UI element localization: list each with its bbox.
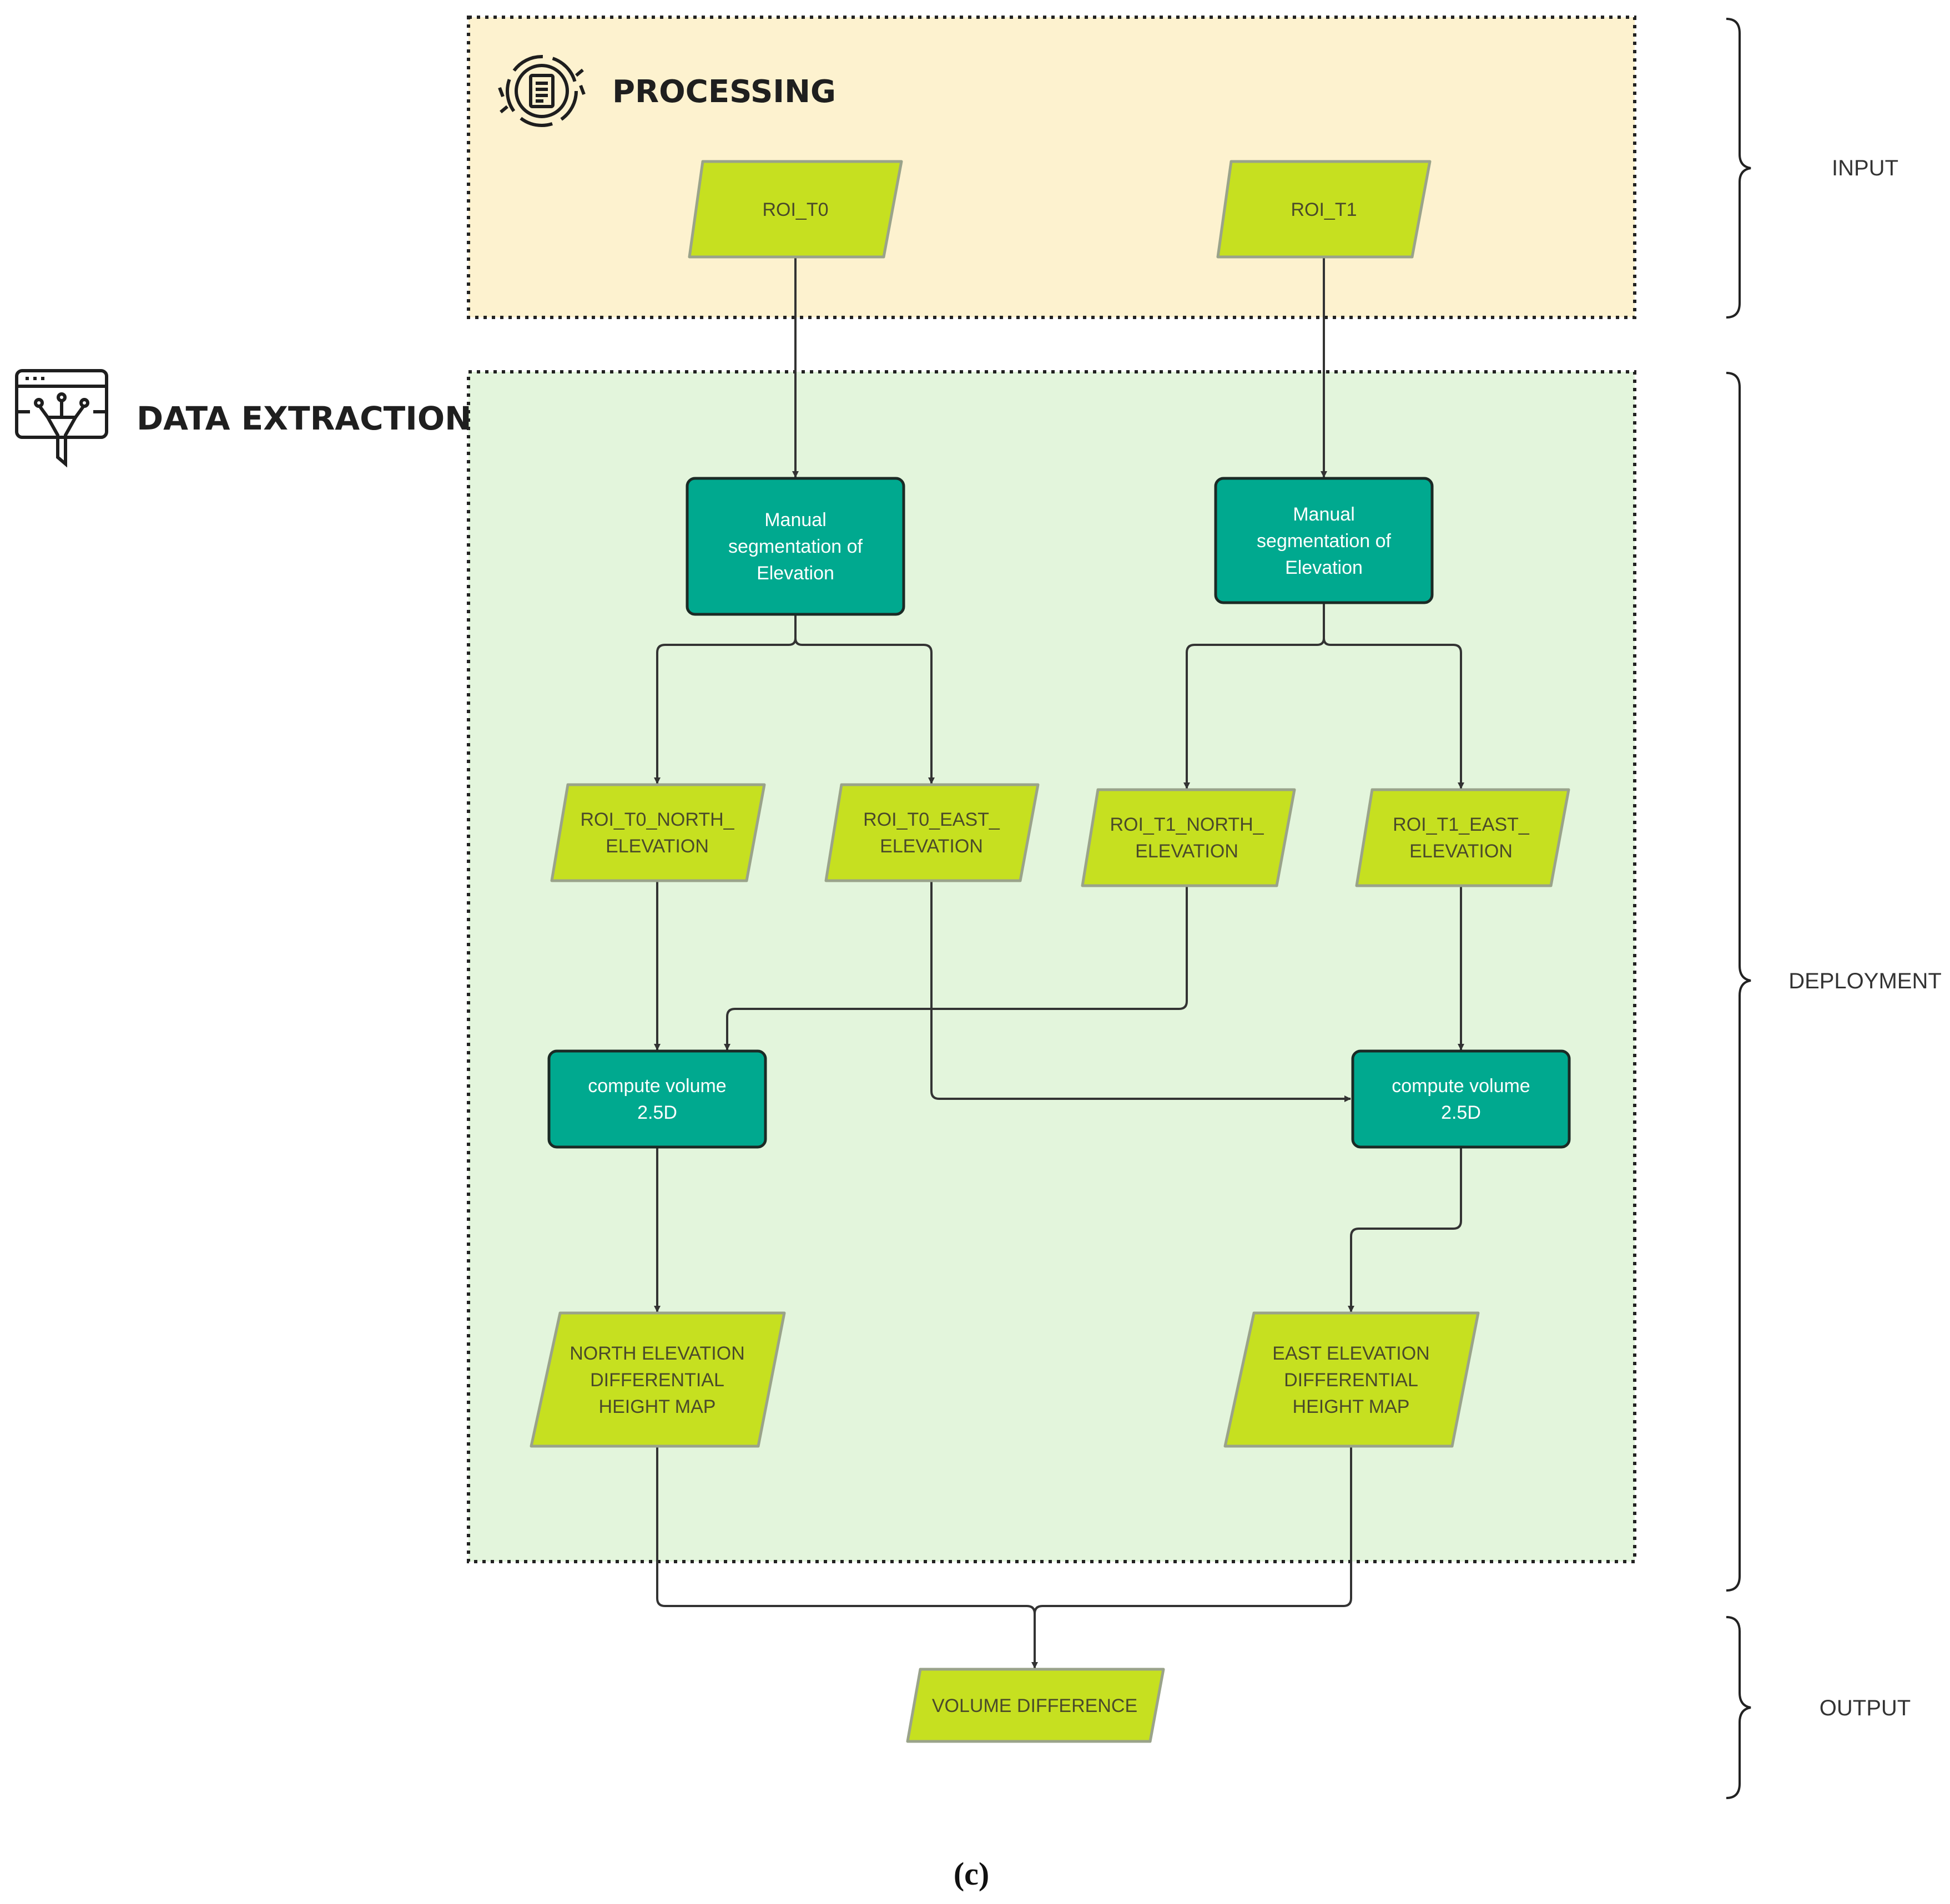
- output-label: OUTPUT: [1820, 1696, 1911, 1720]
- flowchart-nodes: ROI_T0 ROI_T1 Manual segmentation of Eleva…: [530, 160, 1571, 1743]
- node-label-line: ELEVATION: [1409, 841, 1513, 862]
- segmentation-t0-label: Manual segmentation of Elevation: [728, 509, 863, 584]
- edge-seg-t0-to-t0-east: [794, 638, 935, 784]
- node-label-line: 2.5D: [1441, 1102, 1481, 1123]
- node-label-line: DIFFERENTIAL: [1284, 1370, 1418, 1391]
- node-label-line: ELEVATION: [880, 836, 983, 857]
- roi-t1-node: [1216, 160, 1432, 259]
- node-label-line: VOLUME DIFFERENCE: [932, 1695, 1137, 1716]
- node-label-line: Elevation: [1285, 557, 1363, 578]
- node-label-line: 2.5D: [637, 1102, 677, 1123]
- roi-t1-east-elevation-node: [1355, 788, 1570, 887]
- node-label-line: compute volume: [588, 1075, 726, 1097]
- edge-vol-east-to-east-map: [1348, 1147, 1462, 1312]
- roi-t1-north-elevation-node: [1081, 788, 1296, 887]
- node-label-line: segmentation of: [1257, 531, 1391, 552]
- data-extraction-title: DATA EXTRACTION: [137, 400, 472, 437]
- compute-volume-east-node: [1351, 1049, 1571, 1149]
- node-label-line: ROI_T0: [762, 199, 828, 220]
- data-extraction-header: DATA EXTRACTION: [15, 369, 472, 468]
- node-label-line: EAST ELEVATION: [1272, 1343, 1429, 1364]
- edge-t1-north-to-vol-north: [724, 886, 1188, 1051]
- processing-panel: [467, 16, 1636, 319]
- input-brace: [1726, 18, 1751, 319]
- node-label-line: ROI_T0_NORTH_: [580, 809, 734, 830]
- node-label-line: NORTH ELEVATION: [570, 1343, 745, 1364]
- processing-title: PROCESSING: [612, 74, 836, 110]
- segmentation-t0-node: [686, 477, 905, 616]
- processing-header: PROCESSING: [498, 55, 836, 127]
- input-label: INPUT: [1832, 156, 1898, 180]
- node-label-line: DIFFERENTIAL: [590, 1370, 724, 1391]
- edge-east-map-to-volume-diff: [1034, 1446, 1352, 1614]
- roi-t0-label: ROI_T0: [762, 199, 828, 220]
- data-funnel-icon: [15, 369, 108, 468]
- roi-t0-node: [688, 160, 903, 259]
- compute-volume-north-node: [547, 1049, 767, 1149]
- deployment-label: DEPLOYMENT: [1788, 969, 1942, 993]
- node-label-line: Manual: [764, 509, 827, 531]
- node-label-line: ROI_T1_EAST_: [1393, 814, 1530, 835]
- segmentation-t1-node: [1214, 477, 1434, 604]
- gear-document-icon: [498, 55, 586, 127]
- north-differential-height-map-node: [530, 1311, 786, 1448]
- node-label-line: ELEVATION: [606, 836, 709, 857]
- roi-t0-east-elevation-label: ROI_T0_EAST_ ELEVATION: [863, 809, 1000, 857]
- roi-t0-north-elevation-node: [550, 783, 766, 882]
- compute-volume-north-label: compute volume 2.5D: [588, 1075, 726, 1123]
- volume-difference-node: [906, 1668, 1165, 1743]
- node-label-line: compute volume: [1392, 1075, 1530, 1097]
- node-label-line: HEIGHT MAP: [599, 1396, 716, 1417]
- node-label-line: ELEVATION: [1135, 841, 1238, 862]
- roi-t0-east-elevation-node: [824, 783, 1040, 882]
- output-brace: [1726, 1616, 1751, 1799]
- roi-t1-north-elevation-label: ROI_T1_NORTH_ ELEVATION: [1110, 814, 1264, 862]
- roi-t0-north-elevation-label: ROI_T0_NORTH_ ELEVATION: [580, 809, 734, 857]
- node-label-line: ROI_T0_EAST_: [863, 809, 1000, 830]
- node-label-line: Manual: [1293, 504, 1355, 525]
- figure-caption: (c): [954, 1856, 989, 1892]
- node-label-line: HEIGHT MAP: [1293, 1396, 1410, 1417]
- node-label-line: ROI_T1: [1291, 199, 1357, 220]
- roi-t1-label: ROI_T1: [1291, 199, 1357, 220]
- east-differential-height-map-node: [1223, 1311, 1480, 1448]
- east-differential-height-map-label: EAST ELEVATION DIFFERENTIAL HEIGHT MAP: [1272, 1343, 1429, 1417]
- roi-t1-east-elevation-label: ROI_T1_EAST_ ELEVATION: [1393, 814, 1530, 862]
- compute-volume-east-label: compute volume 2.5D: [1392, 1075, 1530, 1123]
- edge-seg-t1-to-t1-east: [1323, 638, 1464, 789]
- node-label-line: ROI_T1_NORTH_: [1110, 814, 1264, 835]
- north-differential-height-map-label: NORTH ELEVATION DIFFERENTIAL HEIGHT MAP: [570, 1343, 745, 1417]
- volume-difference-label: VOLUME DIFFERENCE: [932, 1695, 1137, 1716]
- node-label-line: Elevation: [757, 563, 834, 584]
- connector-lines: [654, 257, 1464, 1669]
- deployment-brace: [1726, 372, 1751, 1592]
- edge-t0-east-to-vol-east: [930, 881, 1351, 1102]
- node-label-line: segmentation of: [728, 536, 863, 557]
- segmentation-t1-label: Manual segmentation of Elevation: [1257, 504, 1391, 578]
